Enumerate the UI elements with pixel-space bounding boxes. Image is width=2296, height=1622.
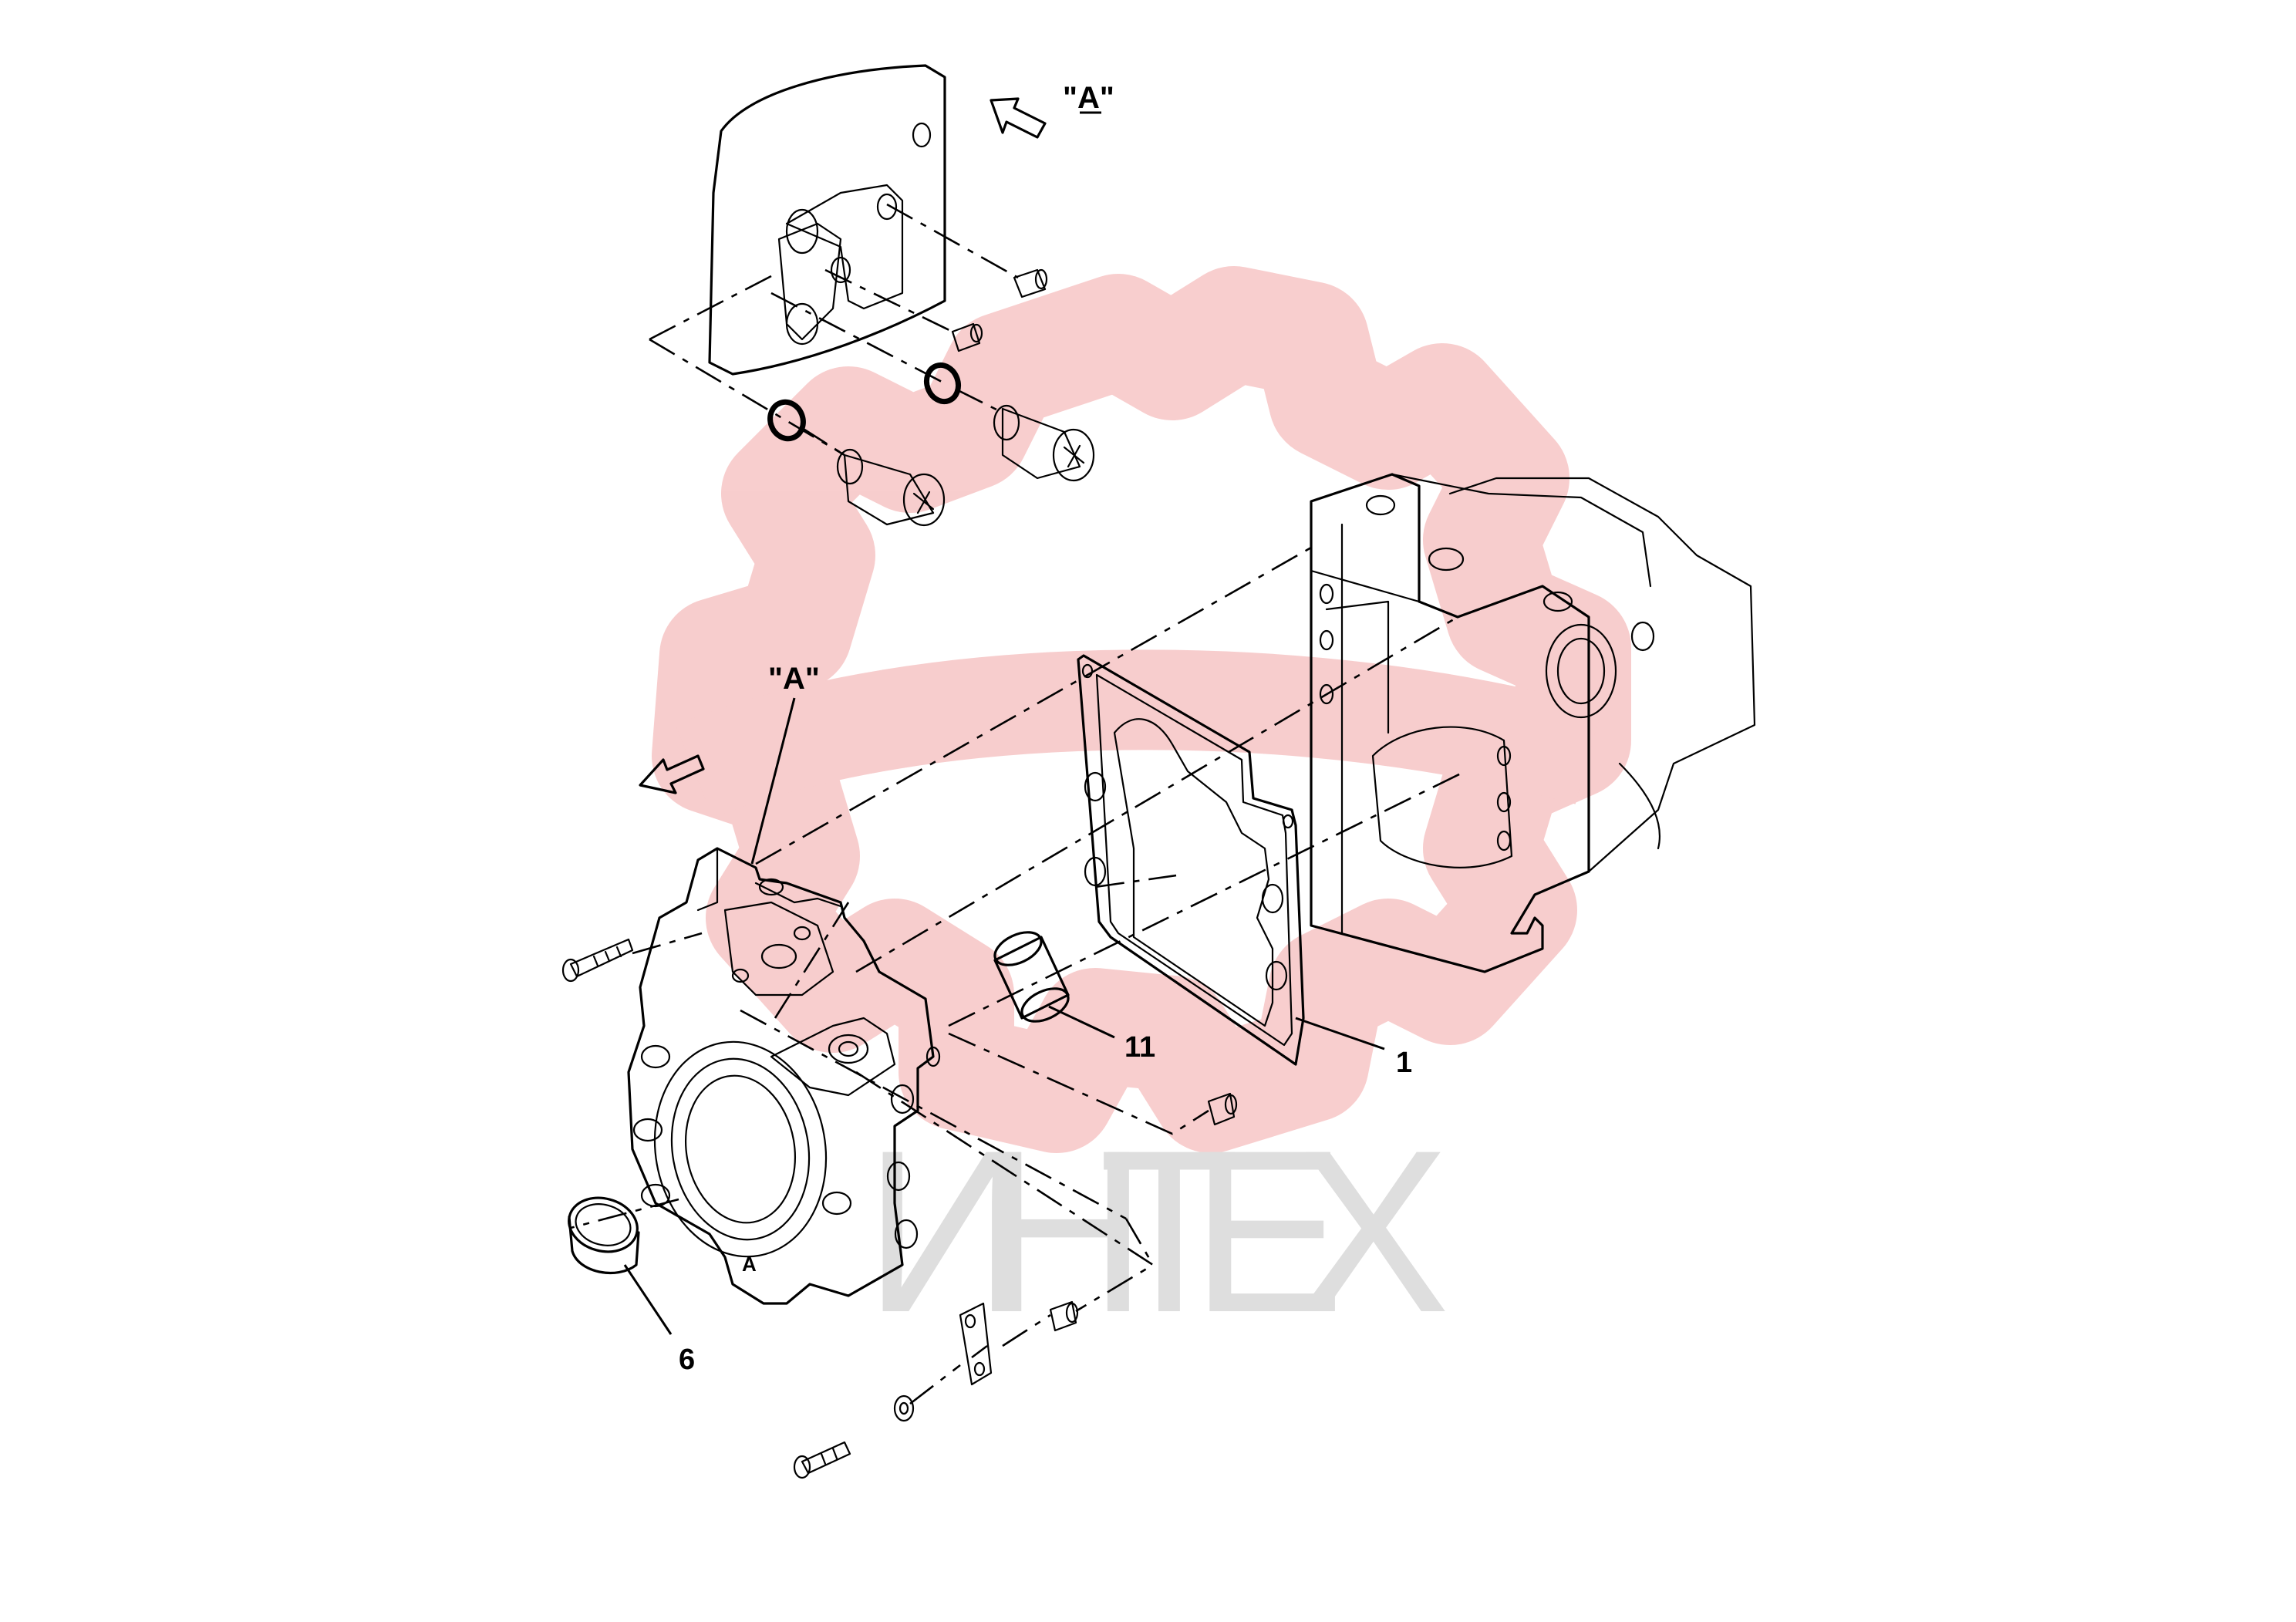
- view-direction-arrow-icon: [990, 97, 1047, 139]
- plug-lower: [951, 322, 983, 352]
- main-pump-housing: [1310, 473, 1756, 973]
- callout-6: 6: [679, 1344, 695, 1376]
- plug-screw-main: [1207, 1092, 1238, 1126]
- plug-upper: [1013, 268, 1048, 298]
- front-cover-housing: A: [627, 847, 941, 1305]
- gasket-item-1: [1077, 654, 1305, 1066]
- leader-1: [1295, 1017, 1385, 1050]
- leader-11: [1048, 1005, 1115, 1039]
- check-valve-right: [993, 404, 1095, 482]
- detail-view-a: [649, 64, 1095, 527]
- bushing-item-11: [993, 931, 1070, 1023]
- bearing-ring-item-6: [568, 1196, 640, 1275]
- detail-housing: [708, 64, 946, 376]
- cap-screw-upper: [561, 938, 634, 983]
- watermark-text: ИНТЕХ: [864, 1101, 1450, 1361]
- view-label-top: "A": [1063, 81, 1114, 115]
- assembly-centerlines: [570, 546, 1466, 1405]
- gear-swoosh: [675, 649, 1603, 818]
- check-valve-left: [836, 448, 946, 527]
- callout-11: 11: [1124, 1031, 1155, 1064]
- gear-outline: [652, 266, 1631, 1153]
- o-ring-left: [767, 399, 806, 442]
- view-label-main: "A": [768, 662, 820, 696]
- plug-screw-lower: [1049, 1300, 1079, 1332]
- o-ring-right: [923, 362, 962, 405]
- callout-1: 1: [1396, 1047, 1412, 1079]
- watermark-gear-logo: [652, 266, 1631, 1153]
- washer-lower: [893, 1394, 915, 1422]
- svg-text:A: A: [742, 1253, 757, 1276]
- mounting-plate: [959, 1302, 993, 1386]
- leader-6: [623, 1264, 673, 1335]
- cap-screw-lower: [793, 1441, 851, 1479]
- main-view-direction-arrow-icon: [639, 754, 705, 794]
- leader-view-a: [750, 697, 796, 865]
